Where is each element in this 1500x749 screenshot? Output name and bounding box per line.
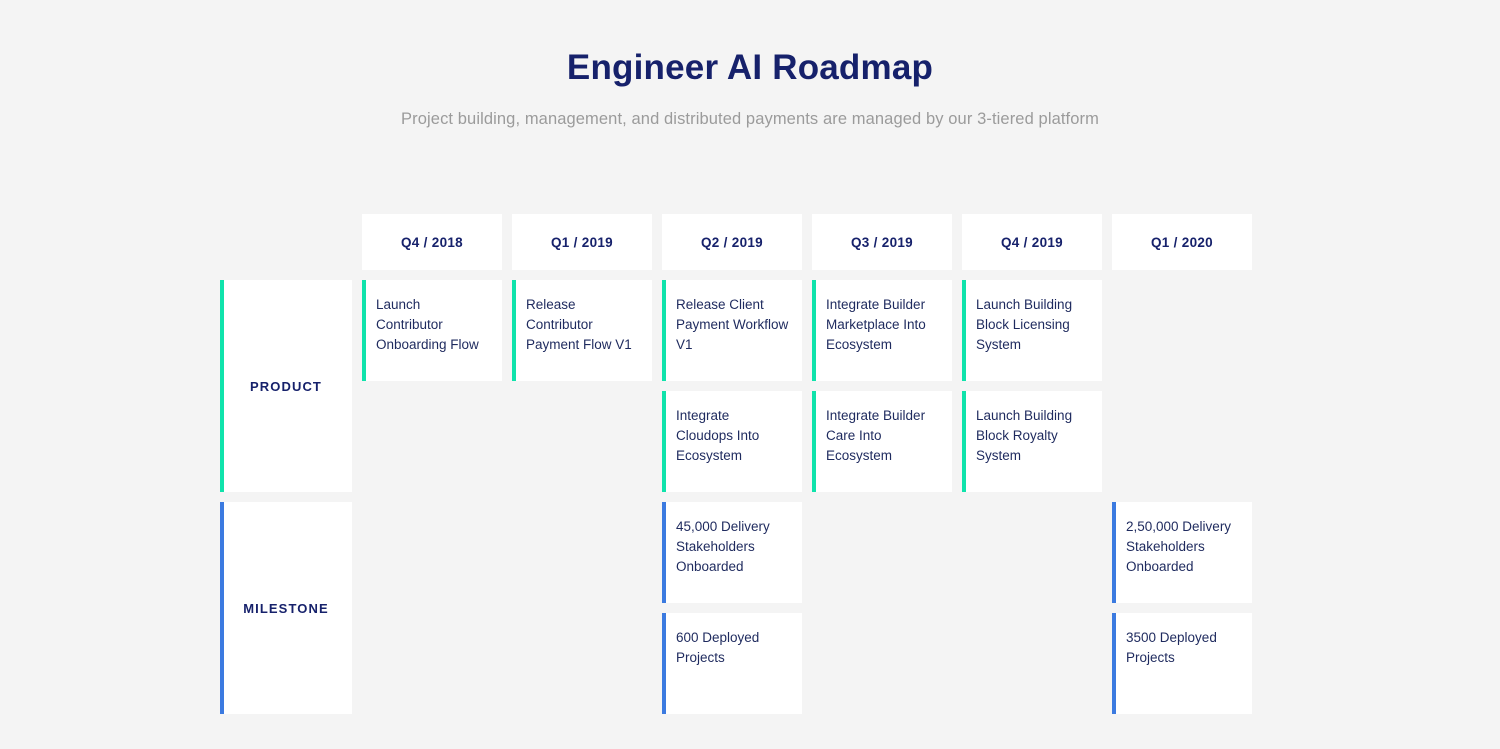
card-label: Launch Building Block Licensing System (976, 297, 1073, 352)
card-accent-bar (362, 280, 366, 381)
card-label: Launch Contributor Onboarding Flow (376, 297, 479, 352)
roadmap-empty-cell (812, 613, 952, 714)
card-label: Integrate Builder Care Into Ecosystem (826, 408, 926, 463)
card-accent-bar (962, 280, 966, 381)
roadmap-card[interactable]: Launch Building Block Royalty System (962, 391, 1102, 492)
card-accent-bar (812, 280, 816, 381)
card-accent-bar (512, 280, 516, 381)
roadmap-empty-cell (962, 613, 1102, 714)
card-accent-bar (812, 391, 816, 492)
roadmap-empty-cell (512, 613, 652, 714)
quarter-header: Q4 / 2019 (962, 214, 1102, 270)
roadmap-card[interactable]: Integrate Builder Marketplace Into Ecosy… (812, 280, 952, 381)
card-accent-bar (662, 502, 666, 603)
row-accent-bar (220, 280, 224, 492)
roadmap-card[interactable]: Integrate Builder Care Into Ecosystem (812, 391, 952, 492)
page-header: Engineer AI Roadmap Project building, ma… (0, 0, 1500, 129)
card-label: Release Client Payment Workflow V1 (676, 297, 789, 352)
card-accent-bar (962, 391, 966, 492)
roadmap-empty-cell (812, 502, 952, 603)
card-accent-bar (662, 391, 666, 492)
roadmap-card[interactable]: Release Client Payment Workflow V1 (662, 280, 802, 381)
roadmap-empty-cell (1112, 280, 1252, 381)
card-label: Launch Building Block Royalty System (976, 408, 1073, 463)
grid-corner-spacer (220, 214, 362, 280)
roadmap-card[interactable]: Launch Contributor Onboarding Flow (362, 280, 502, 381)
roadmap-card[interactable]: 45,000 Delivery Stakeholders Onboarded (662, 502, 802, 603)
roadmap-card[interactable]: 600 Deployed Projects (662, 613, 802, 714)
roadmap-empty-cell (962, 502, 1102, 603)
row-label-text: PRODUCT (250, 378, 322, 394)
card-label: Integrate Cloudops Into Ecosystem (676, 408, 760, 463)
roadmap-empty-cell (362, 502, 502, 603)
quarter-header: Q3 / 2019 (812, 214, 952, 270)
card-label: 45,000 Delivery Stakeholders Onboarded (676, 519, 770, 574)
roadmap-card[interactable]: Launch Building Block Licensing System (962, 280, 1102, 381)
card-accent-bar (1112, 613, 1116, 714)
card-label: Integrate Builder Marketplace Into Ecosy… (826, 297, 926, 352)
card-accent-bar (662, 280, 666, 381)
row-accent-bar (220, 502, 224, 714)
roadmap-card[interactable]: Integrate Cloudops Into Ecosystem (662, 391, 802, 492)
quarter-header: Q4 / 2018 (362, 214, 502, 270)
roadmap-card[interactable]: 2,50,000 Delivery Stakeholders Onboarded (1112, 502, 1252, 603)
roadmap-empty-cell (362, 391, 502, 492)
card-label: 600 Deployed Projects (676, 630, 760, 665)
page-title: Engineer AI Roadmap (566, 48, 934, 87)
roadmap-empty-cell (512, 502, 652, 603)
card-label: 2,50,000 Delivery Stakeholders Onboarded (1126, 519, 1232, 574)
row-label-text: MILESTONE (243, 600, 329, 616)
card-accent-bar (1112, 502, 1116, 603)
roadmap-card[interactable]: 3500 Deployed Projects (1112, 613, 1252, 714)
page-subtitle: Project building, management, and distri… (401, 109, 1099, 128)
quarter-header: Q1 / 2020 (1112, 214, 1252, 270)
roadmap-empty-cell (512, 391, 652, 492)
row-label-product: PRODUCT (220, 280, 352, 492)
card-label: 3500 Deployed Projects (1126, 630, 1217, 665)
quarter-header: Q2 / 2019 (662, 214, 802, 270)
card-label: Release Contributor Payment Flow V1 (526, 297, 632, 352)
roadmap-empty-cell (362, 613, 502, 714)
roadmap-empty-cell (1112, 391, 1252, 492)
roadmap-card[interactable]: Release Contributor Payment Flow V1 (512, 280, 652, 381)
quarter-header: Q1 / 2019 (512, 214, 652, 270)
row-label-milestone: MILESTONE (220, 502, 352, 714)
card-accent-bar (662, 613, 666, 714)
